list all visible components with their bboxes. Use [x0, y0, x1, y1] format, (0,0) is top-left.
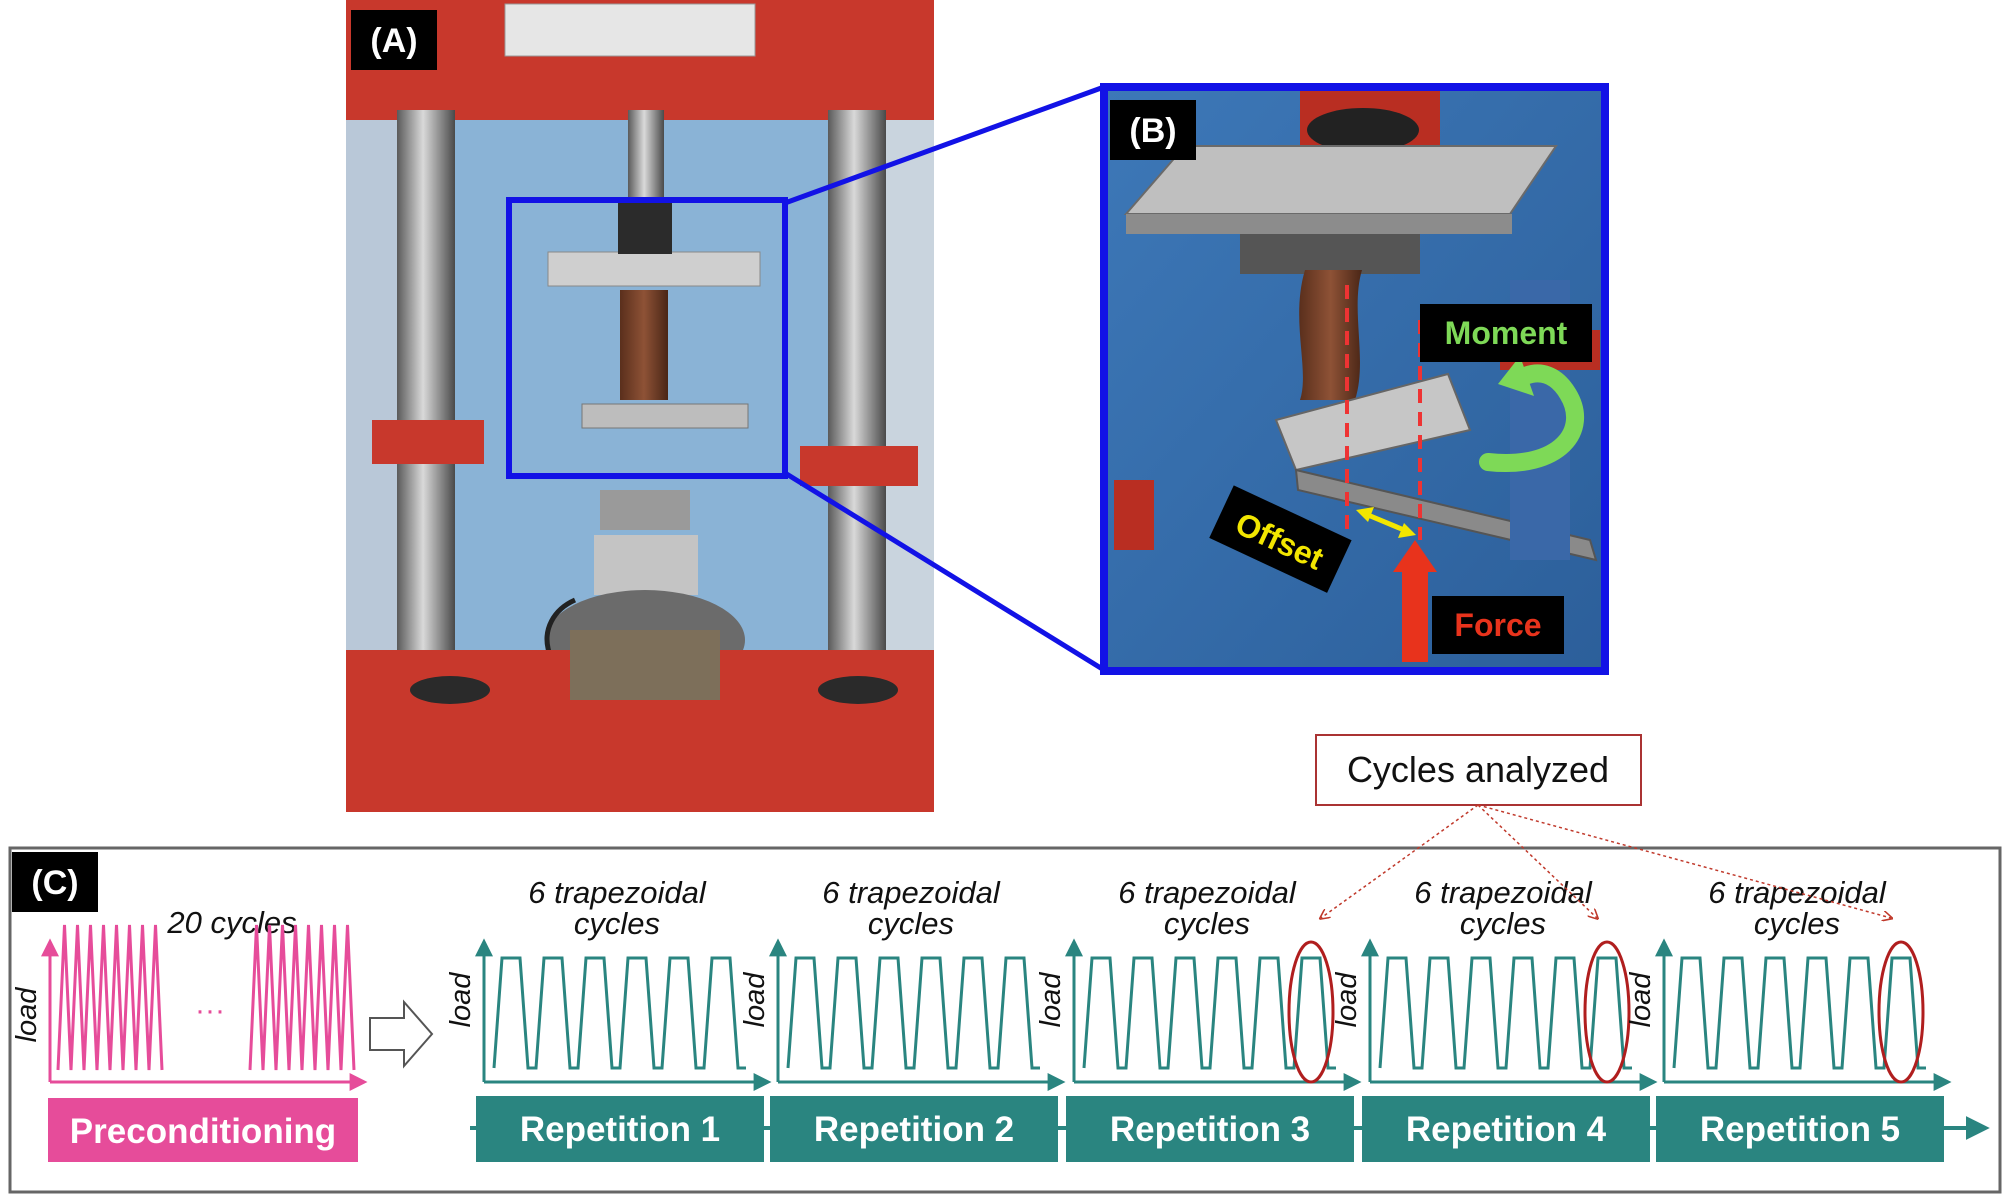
repetition-bar: [476, 1096, 764, 1162]
repetition-load-label: load: [1625, 972, 1657, 1028]
repetition-title-line2: cycles: [574, 906, 660, 941]
repetition-title-line1: 6 trapezoidal: [1414, 875, 1593, 910]
repetition-bar: [1656, 1096, 1944, 1162]
trapezoidal-waveform: [492, 956, 746, 1070]
repetition-load-label: load: [739, 972, 771, 1028]
repetition-bar-label: Repetition 4: [1406, 1110, 1607, 1149]
repetition-bar-label: Repetition 1: [520, 1110, 720, 1149]
transition-arrow: [369, 999, 434, 1069]
analyzed-cycle-ellipse: [1583, 940, 1631, 1084]
svg-text:Cycles analyzed: Cycles analyzed: [1347, 749, 1609, 790]
moment-curved-arrow: [1479, 356, 1585, 473]
analyzed-pointer-line: [1321, 804, 1479, 918]
repetition-title-line2: cycles: [1754, 906, 1840, 941]
zoom-frame: [1100, 83, 1609, 675]
repetition-load-label: load: [445, 972, 477, 1028]
preconditioning-load-label: load: [11, 987, 43, 1043]
repetition-title-line1: 6 trapezoidal: [822, 875, 1001, 910]
trapezoidal-waveform: [1378, 956, 1632, 1070]
svg-text:(B): (B): [1129, 112, 1176, 150]
trapezoidal-waveform: [1082, 956, 1336, 1070]
preconditioning-wave-segment: [56, 924, 164, 1071]
force-arrow: [1393, 540, 1437, 662]
repetition-bar-label: Repetition 2: [814, 1110, 1014, 1149]
repetition-bar-label: Repetition 5: [1700, 1110, 1900, 1149]
repetition-title-line1: 6 trapezoidal: [1118, 875, 1297, 910]
analyzed-cycle-ellipse: [1877, 940, 1925, 1084]
repetition-bar-label: Repetition 3: [1110, 1110, 1310, 1149]
svg-text:(C): (C): [31, 864, 78, 902]
analyzed-pointer-line: [1477, 804, 1891, 918]
repetition-title-line2: cycles: [1164, 906, 1250, 941]
analyzed-cycle-ellipse: [1287, 940, 1335, 1084]
force-label: Force: [1432, 596, 1564, 654]
repetition-title-line2: cycles: [868, 906, 954, 941]
preconditioning-block: 20 cycles load ··· Preconditioning: [11, 905, 368, 1162]
repetition-bar: [1066, 1096, 1354, 1162]
offset-arrow: [1356, 507, 1416, 538]
panel-a-tag: (A): [351, 10, 437, 70]
panel-c-frame: [8, 846, 2002, 1194]
repetition-title-line1: 6 trapezoidal: [528, 875, 707, 910]
preconditioning-bar-label: Preconditioning: [70, 1112, 336, 1151]
moment-label: Moment: [1420, 304, 1592, 362]
svg-text:Moment: Moment: [1445, 315, 1568, 351]
svg-text:Force: Force: [1454, 607, 1541, 643]
cycles-analyzed-callout: Cycles analyzed: [1315, 734, 1642, 806]
preconditioning-ellipsis: ···: [195, 994, 225, 1027]
panel-c-tag: (C): [12, 852, 98, 912]
preconditioning-waveform: [56, 924, 356, 1071]
panel-b-tag: (B): [1110, 100, 1196, 160]
repetition-title-line2: cycles: [1460, 906, 1546, 941]
repetition-bar: [770, 1096, 1058, 1162]
trapezoidal-waveform: [1672, 956, 1926, 1070]
preconditioning-cycles-label: 20 cycles: [166, 905, 296, 940]
trapezoidal-waveform: [786, 956, 1040, 1070]
photo-test-machine: [346, 0, 934, 812]
analyzed-pointers: [1321, 804, 1891, 918]
svg-text:(A): (A): [370, 22, 417, 60]
preconditioning-bar: [48, 1098, 358, 1162]
repetition-load-label: load: [1331, 972, 1363, 1028]
preconditioning-wave-segment: [248, 924, 356, 1071]
zoom-indicator: [506, 84, 1106, 673]
repetition-load-label: load: [1035, 972, 1067, 1028]
repetition-bar: [1362, 1096, 1650, 1162]
